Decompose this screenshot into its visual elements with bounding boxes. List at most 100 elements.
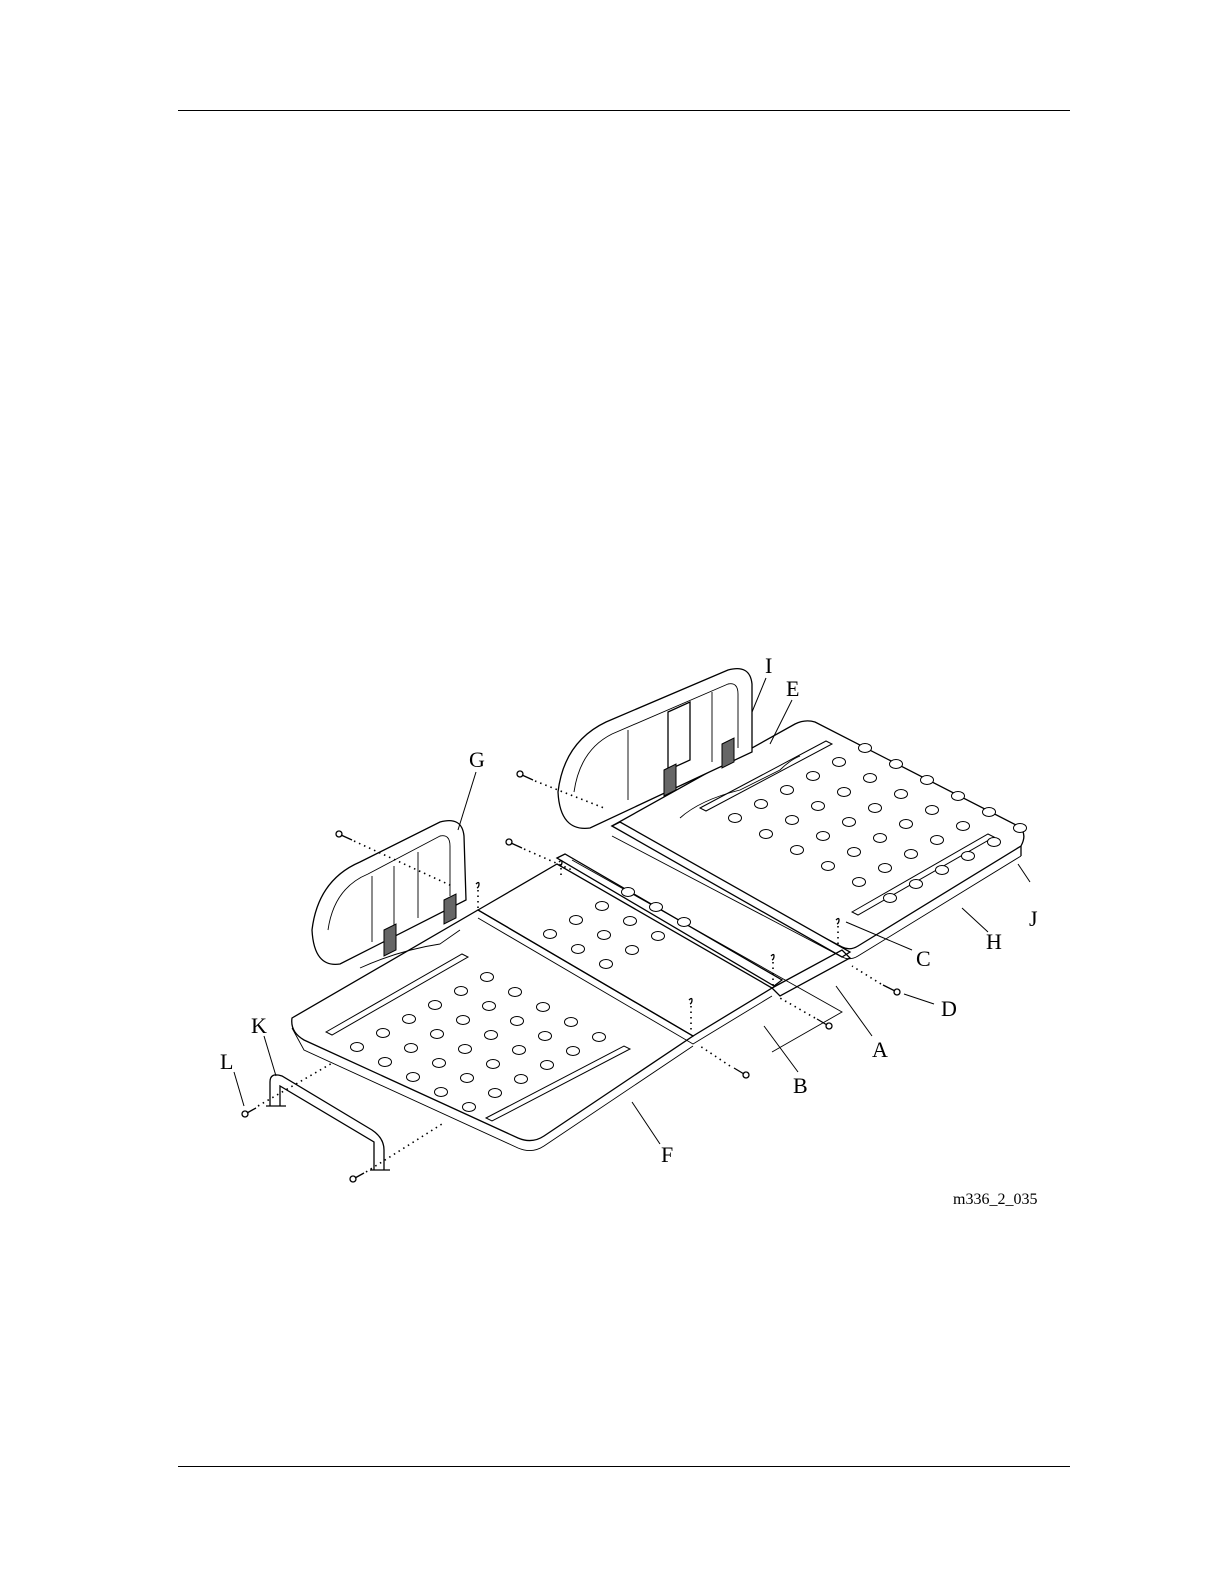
perforation-hole: [879, 864, 892, 873]
perforation-hole: [869, 804, 882, 813]
bolt: [883, 985, 900, 995]
perforation-hole: [626, 946, 639, 955]
perforation-hole: [936, 866, 949, 875]
perforation-hole: [541, 1061, 554, 1070]
perforation-hole: [895, 790, 908, 799]
perforation-hole: [874, 834, 887, 843]
perforation-hole: [537, 1003, 550, 1012]
perforation-hole: [931, 836, 944, 845]
perforation-hole: [760, 830, 773, 839]
perforation-hole: [926, 806, 939, 815]
perforation-hole: [433, 1059, 446, 1068]
perforation-hole: [791, 846, 804, 855]
bolt: [817, 1019, 832, 1029]
perforation-hole: [431, 1030, 444, 1039]
callout-l: L: [220, 1049, 233, 1074]
perforation-hole: [957, 822, 970, 831]
callout-a: A: [872, 1037, 888, 1062]
callout-i: I: [765, 653, 772, 678]
perforation-hole: [988, 838, 1001, 847]
perforation-hole: [807, 772, 820, 781]
perforation-hole: [905, 850, 918, 859]
perforation-hole: [457, 1016, 470, 1025]
callout-f: F: [661, 1142, 673, 1167]
perforation-hole: [598, 931, 611, 940]
perforation-hole: [567, 1047, 580, 1056]
bolt: [350, 1173, 364, 1182]
callout-d: D: [941, 996, 957, 1021]
perforation-hole: [459, 1045, 472, 1054]
perforation-hole: [853, 878, 866, 887]
perforation-hole: [429, 1001, 442, 1010]
callout-g: G: [469, 747, 485, 772]
perforation-hole: [859, 744, 872, 753]
perforation-hole: [812, 802, 825, 811]
perforation-hole: [817, 832, 830, 841]
perforation-hole: [593, 1033, 606, 1042]
callout-e: E: [786, 676, 799, 701]
foot-handle-bar: [266, 1075, 390, 1170]
perforation-hole: [487, 1060, 500, 1069]
perforation-hole: [678, 918, 691, 927]
perforation-hole: [377, 1029, 390, 1038]
perforation-hole: [729, 814, 742, 823]
perforation-hole: [781, 786, 794, 795]
perforation-hole: [435, 1088, 448, 1097]
perforation-hole: [483, 1002, 496, 1011]
perforation-hole: [544, 930, 557, 939]
perforation-hole: [624, 917, 637, 926]
perforation-hole: [900, 820, 913, 829]
perforation-hole: [786, 816, 799, 825]
hardware: [242, 771, 900, 1182]
perforation-hole: [650, 903, 663, 912]
perforation-hole: [600, 960, 613, 969]
perforation-hole: [539, 1032, 552, 1041]
perforation-hole: [890, 760, 903, 769]
perforation-hole: [755, 800, 768, 809]
perforation-hole: [565, 1018, 578, 1027]
perforation-hole: [455, 987, 468, 996]
perforation-hole: [952, 792, 965, 801]
perforation-hole: [485, 1031, 498, 1040]
callout-k: K: [251, 1013, 267, 1038]
perforation-hole: [379, 1058, 392, 1067]
perforation-hole: [570, 916, 583, 925]
perforation-hole: [509, 988, 522, 997]
perforation-hole: [351, 1043, 364, 1052]
perforation-hole: [463, 1103, 476, 1112]
callout-b: B: [793, 1073, 808, 1098]
perforation-hole: [405, 1044, 418, 1053]
perforation-hole: [407, 1073, 420, 1082]
perforation-hole: [921, 776, 934, 785]
perforation-hole: [848, 848, 861, 857]
bolt: [517, 771, 533, 780]
perforation-hole: [513, 1046, 526, 1055]
perforation-hole: [489, 1089, 502, 1098]
callout-h: H: [986, 929, 1002, 954]
callout-c: C: [916, 946, 931, 971]
bolt: [734, 1068, 749, 1078]
perforation-hole: [843, 818, 856, 827]
perforation-hole: [515, 1075, 528, 1084]
bolt: [506, 839, 522, 848]
perforation-hole: [461, 1074, 474, 1083]
foot-side-rail: [312, 821, 466, 968]
bolt: [336, 831, 352, 840]
perforation-hole: [833, 758, 846, 767]
footer-rule: [178, 1466, 1070, 1467]
head-side-rail: [558, 669, 752, 829]
perforation-hole: [864, 774, 877, 783]
perforation-hole: [403, 1015, 416, 1024]
perforation-hole: [511, 1017, 524, 1026]
perforation-hole: [910, 880, 923, 889]
perforation-hole: [1014, 824, 1027, 833]
perforation-hole: [596, 902, 609, 911]
perforation-hole: [572, 945, 585, 954]
perforation-hole: [481, 973, 494, 982]
perforation-hole: [838, 788, 851, 797]
perforation-hole: [983, 808, 996, 817]
perforation-hole: [622, 888, 635, 897]
figure-id: m336_2_035: [953, 1191, 1037, 1208]
callout-j: J: [1029, 906, 1038, 931]
